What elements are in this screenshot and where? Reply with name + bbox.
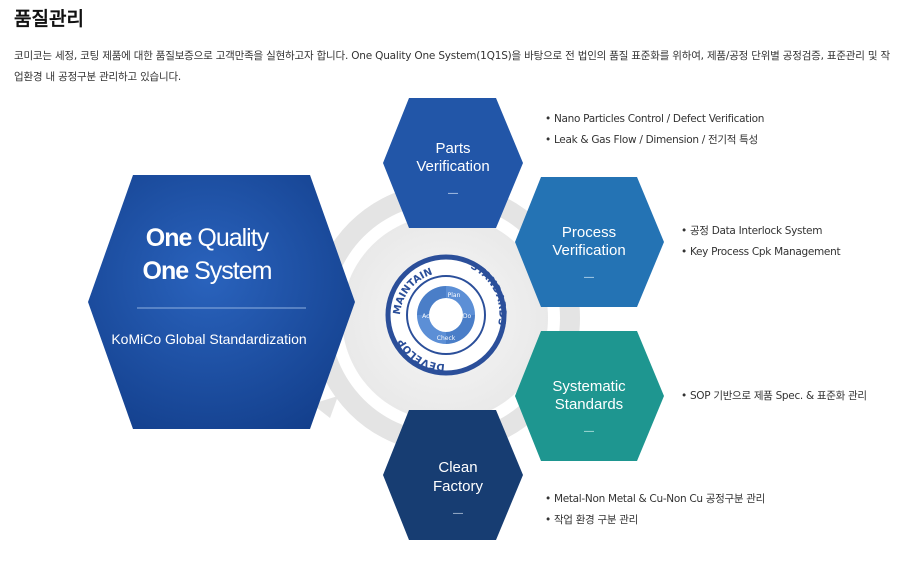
list-item: SOP 기반으로 제품 Spec. & 표준화 관리 [681, 386, 867, 407]
list-item: Leak & Gas Flow / Dimension / 전기적 특성 [545, 130, 764, 151]
svg-text:One System: One System [143, 257, 272, 285]
hex-systematic-line1: Systematic [552, 378, 626, 395]
list-item: 공정 Data Interlock System [681, 221, 840, 242]
systematic-bullet-list: SOP 기반으로 제품 Spec. & 표준화 관리 [681, 386, 867, 407]
hex-systematic-line2: Standards [555, 396, 623, 413]
hex-systematic-dash: — [584, 426, 594, 437]
hex-parts-verification: Parts Verification — [383, 98, 523, 228]
pdca-stamp: MAINTAIN STANDARDS DEVELOP Plan Do Check… [385, 254, 507, 376]
intro-paragraph: 코미코는 세정, 코팅 제품에 대한 품질보증으로 고객만족을 실현하고자 합니… [14, 50, 890, 83]
hex-process-dash: — [584, 272, 594, 283]
hex-process-line1: Process [562, 224, 616, 241]
main-hexagon: One Quality One System KoMiCo Global Sta… [88, 175, 355, 429]
hex-process-verification: Process Verification — [515, 177, 664, 307]
hex-parts-line1: Parts [435, 140, 470, 157]
hex-clean-dash: — [453, 508, 463, 519]
hex-parts-line2: Verification [416, 158, 489, 175]
main-line1-bold: One [146, 224, 193, 252]
stamp-plan: Plan [448, 292, 461, 299]
page-title: 품질관리 [14, 8, 84, 30]
hex-clean-line1: Clean [438, 459, 477, 476]
stamp-act: Act [422, 313, 432, 320]
stamp-check: Check [437, 335, 456, 342]
main-line1-rest: Quality [191, 224, 269, 252]
pdca-arrows-icon [417, 286, 475, 344]
hex-clean-line2: Factory [433, 478, 484, 495]
main-line2-rest: System [188, 257, 271, 285]
list-item: Key Process Cpk Management [681, 242, 841, 263]
clean-bullet-list: Metal-Non Metal & Cu-Non Cu 공정구분 관리 작업 환… [545, 489, 765, 531]
hex-systematic-standards: Systematic Standards — [515, 331, 664, 461]
svg-text:One Quality: One Quality [146, 224, 270, 252]
list-item: 작업 환경 구분 관리 [545, 510, 765, 531]
parts-bullet-list: Nano Particles Control / Defect Verifica… [545, 109, 765, 151]
list-item: Nano Particles Control / Defect Verifica… [545, 109, 765, 130]
hex-clean-factory: Clean Factory — [383, 410, 523, 540]
list-item: Metal-Non Metal & Cu-Non Cu 공정구분 관리 [545, 489, 765, 510]
hex-process-line2: Verification [552, 242, 625, 259]
stamp-do: Do [463, 313, 472, 320]
main-line2-bold: One [143, 257, 190, 285]
process-bullet-list: 공정 Data Interlock System Key Process Cpk… [681, 221, 841, 263]
hex-parts-dash: — [448, 188, 458, 199]
main-subtitle: KoMiCo Global Standardization [111, 331, 306, 347]
ring-arrow-icon [312, 396, 338, 418]
